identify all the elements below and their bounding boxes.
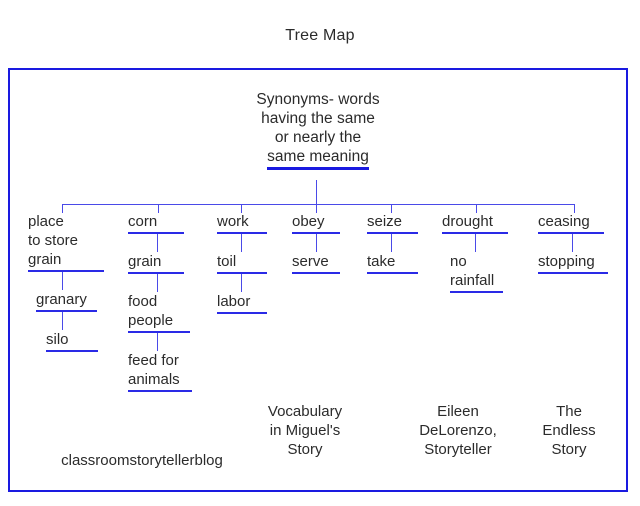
node-granary[interactable]: granary — [28, 290, 106, 312]
node-underline — [442, 232, 508, 234]
node-underline — [292, 232, 340, 234]
node-underline — [128, 331, 190, 333]
node-label: granary — [36, 291, 87, 308]
root-line-0: Synonyms- words — [256, 91, 380, 108]
connector — [572, 234, 573, 252]
branch-bracket — [62, 204, 574, 205]
node-label: labor — [217, 293, 251, 310]
caption-vocabulary: Vocabulary in Miguel's Story — [267, 403, 343, 458]
node-take[interactable]: take — [367, 252, 423, 274]
node-underline — [538, 272, 608, 274]
column-obey: obey serve — [292, 212, 348, 274]
node-underline — [217, 312, 267, 314]
connector — [241, 274, 242, 292]
node-label: food people — [128, 293, 174, 329]
node-label: feed for animals — [128, 352, 180, 388]
column-work: work toil labor — [217, 212, 281, 314]
node-toil[interactable]: toil — [217, 252, 281, 274]
node-underline — [450, 291, 503, 293]
node-place-to-store-grain[interactable]: place to store grain — [28, 212, 106, 272]
page-title: Tree Map — [285, 27, 355, 44]
connector — [241, 234, 242, 252]
branch-stem-3 — [241, 204, 242, 213]
node-label: seize — [367, 213, 403, 230]
node-obey[interactable]: obey — [292, 212, 348, 234]
node-label: silo — [46, 331, 69, 348]
column-ceasing: ceasing stopping — [538, 212, 612, 274]
node-corn[interactable]: corn — [128, 212, 202, 234]
connector — [62, 272, 63, 290]
branch-stem-7 — [574, 204, 575, 213]
root-line-1: having the same — [261, 110, 375, 127]
node-underline — [128, 390, 192, 392]
connector — [157, 274, 158, 292]
node-label: grain — [128, 253, 162, 270]
node-silo[interactable]: silo — [28, 330, 106, 352]
node-feed-for-animals[interactable]: feed for animals — [128, 351, 202, 392]
node-underline — [367, 272, 418, 274]
node-underline — [28, 270, 104, 272]
branch-stem-2 — [158, 204, 159, 213]
root-stem — [316, 180, 317, 204]
node-label: toil — [217, 253, 237, 270]
column-corn: corn grain food people feed for animals — [128, 212, 202, 392]
node-grain[interactable]: grain — [128, 252, 202, 274]
column-drought: drought no rainfall — [442, 212, 514, 293]
caption-book: The Endless Story — [542, 403, 596, 458]
connector — [157, 234, 158, 252]
node-stopping[interactable]: stopping — [538, 252, 612, 274]
connector — [157, 333, 158, 351]
node-drought[interactable]: drought — [442, 212, 514, 234]
node-seize[interactable]: seize — [367, 212, 423, 234]
connector — [62, 312, 63, 330]
node-no-rainfall[interactable]: no rainfall — [442, 252, 514, 293]
tree-map-frame: Synonyms- words having the same or nearl… — [8, 68, 628, 492]
branch-stem-4 — [316, 204, 317, 213]
connector — [475, 234, 476, 252]
node-underline — [217, 232, 267, 234]
column-seize: seize take — [367, 212, 423, 274]
root-line-3: same meaning — [267, 147, 369, 170]
node-underline — [128, 272, 184, 274]
node-label: work — [217, 213, 249, 230]
connector — [391, 234, 392, 252]
branch-stem-6 — [476, 204, 477, 213]
root-line-2: or nearly the — [274, 129, 362, 146]
node-underline — [46, 350, 98, 352]
node-underline — [538, 232, 604, 234]
node-label: serve — [292, 253, 329, 270]
node-label: corn — [128, 213, 158, 230]
node-food-people[interactable]: food people — [128, 292, 202, 333]
node-label: stopping — [538, 253, 595, 270]
node-label: take — [367, 253, 396, 270]
caption-author: Eileen DeLorenzo, Storyteller — [419, 403, 497, 458]
node-serve[interactable]: serve — [292, 252, 348, 274]
node-work[interactable]: work — [217, 212, 281, 234]
node-label: ceasing — [538, 213, 590, 230]
node-underline — [36, 310, 97, 312]
branch-stem-5 — [391, 204, 392, 213]
node-underline — [217, 272, 267, 274]
node-label: obey — [292, 213, 325, 230]
node-underline — [128, 232, 184, 234]
node-underline — [367, 232, 418, 234]
connector — [316, 234, 317, 252]
node-label: place to store grain — [28, 213, 79, 268]
node-ceasing[interactable]: ceasing — [538, 212, 612, 234]
root-node: Synonyms- words having the same or nearl… — [10, 90, 626, 170]
branch-stem-1 — [62, 204, 63, 213]
node-labor[interactable]: labor — [217, 292, 281, 314]
caption-blog: classroomstorytellerblog — [61, 452, 223, 469]
node-label: drought — [442, 213, 493, 230]
node-underline — [292, 272, 340, 274]
node-label: no rainfall — [450, 253, 495, 289]
column-place-to-store-grain: place to store grain granary silo — [28, 212, 106, 352]
